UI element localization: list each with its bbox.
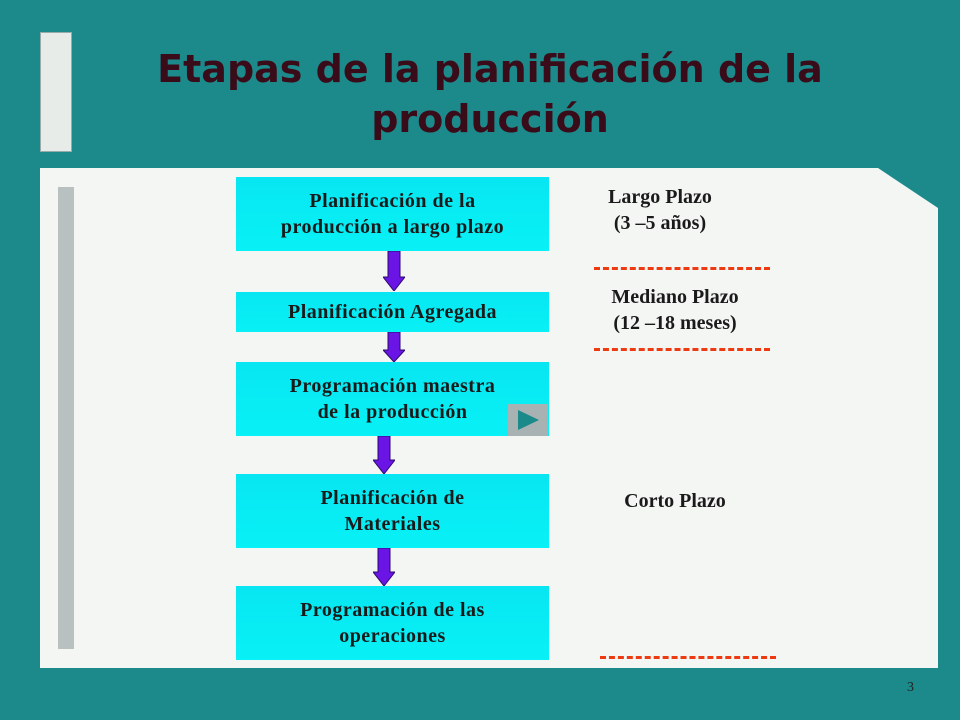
horizon-short-label: Corto Plazo	[624, 490, 726, 512]
horizon-divider	[594, 267, 770, 270]
arrow-down-icon	[373, 548, 395, 586]
flow-box-aggregate: Planificación Agregada	[236, 292, 549, 332]
panel-side-bar	[58, 187, 74, 649]
horizon-medium-label: Mediano Plazo (12 –18 meses)	[611, 286, 739, 334]
flow-box-master-schedule: Programación maestra de la producción	[236, 362, 549, 436]
flow-box-materials: Planificación de Materiales	[236, 474, 549, 548]
title-decor-bar	[40, 32, 72, 152]
flow-box-operations: Programación de las operaciones	[236, 586, 549, 660]
flow-box-label: Programación de las operaciones	[300, 599, 485, 647]
arrow-down-icon	[383, 251, 405, 291]
panel-corner-decor	[878, 168, 938, 208]
flow-box-long-term: Planificación de la producción a largo p…	[236, 177, 549, 251]
flow-box-label: Planificación Agregada	[288, 301, 497, 323]
arrow-down-icon	[373, 436, 395, 474]
play-button[interactable]	[508, 404, 548, 436]
flow-box-label: Planificación de Materiales	[320, 487, 465, 535]
arrow-down-icon	[383, 332, 405, 362]
play-icon	[518, 410, 539, 430]
horizon-divider	[600, 656, 776, 659]
horizon-long-label: Largo Plazo (3 –5 años)	[608, 186, 712, 234]
page-number: 3	[907, 680, 914, 695]
slide-title: Etapas de la planificación de la producc…	[157, 47, 823, 141]
horizon-divider	[594, 348, 770, 351]
flow-box-label: Planificación de la producción a largo p…	[280, 190, 505, 238]
flow-box-label: Programación maestra de la producción	[289, 375, 496, 423]
